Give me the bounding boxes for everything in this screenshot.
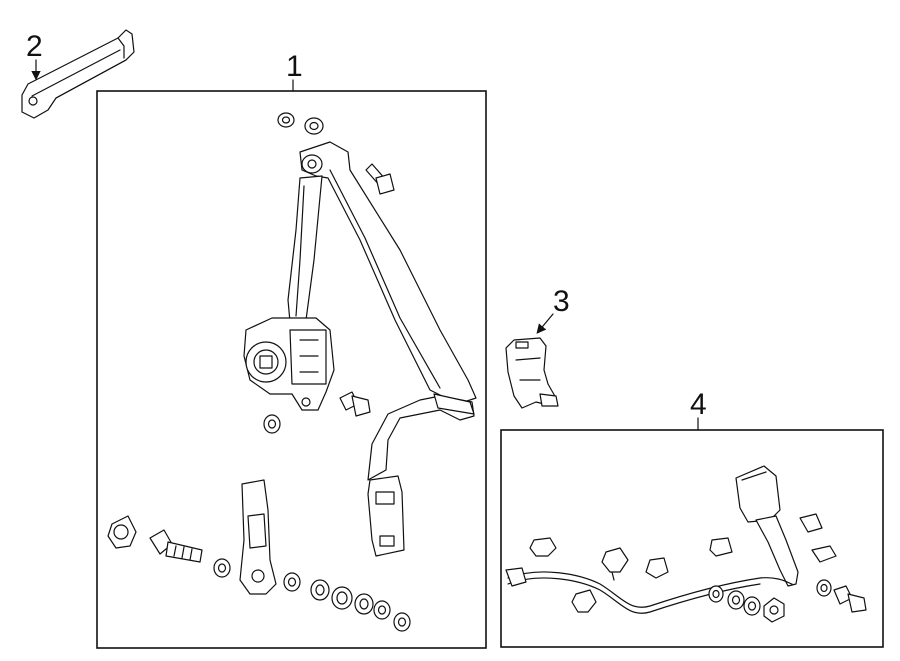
frame-buckle-assembly [500, 429, 884, 648]
washer-top-right[interactable] [304, 117, 324, 135]
wire-clip-2[interactable] [601, 547, 629, 581]
washer-bottom-1[interactable] [213, 558, 231, 578]
lower-anchor-plate[interactable] [239, 479, 277, 595]
callout-4[interactable]: 4 [690, 388, 707, 421]
spacer-bottom-3[interactable] [354, 593, 374, 615]
callout-2[interactable]: 2 [26, 30, 43, 63]
spacer-bottom-1[interactable] [310, 579, 330, 601]
belt-webbing-lower[interactable] [367, 393, 475, 481]
anchor-bolt-top[interactable] [365, 163, 395, 195]
buckle-washer-2[interactable] [816, 579, 832, 597]
belt-tongue[interactable] [367, 475, 405, 557]
wire-clip-4[interactable] [709, 537, 733, 557]
wire-clip-6[interactable] [799, 513, 823, 533]
washer-top-left[interactable] [277, 112, 295, 128]
retractor-bolt[interactable] [339, 391, 371, 417]
anchor-bracket-part[interactable] [21, 29, 135, 119]
buckle-bolt[interactable] [833, 585, 867, 613]
buckle-wire-harness[interactable] [505, 567, 793, 614]
washer-retractor[interactable] [263, 414, 281, 434]
shoulder-bolt[interactable] [149, 529, 203, 563]
leader-3 [536, 313, 554, 334]
buckle-spacer-2[interactable] [743, 596, 761, 616]
wire-clip-7[interactable] [811, 545, 837, 563]
callout-3[interactable]: 3 [553, 285, 570, 318]
buckle-spacer-1[interactable] [727, 590, 745, 610]
wire-clip-1[interactable] [529, 537, 557, 557]
buckle-nut[interactable] [763, 597, 785, 623]
retractor-unit[interactable] [243, 317, 335, 411]
callout-1[interactable]: 1 [286, 50, 303, 83]
spacer-bottom-2[interactable] [331, 586, 353, 610]
washer-bottom-2[interactable] [283, 572, 301, 592]
buckle-washer-1[interactable] [708, 585, 724, 603]
frame-seat-belt-assembly [96, 90, 487, 649]
washer-bottom-3[interactable] [393, 612, 411, 632]
sensor-clip-part[interactable] [505, 337, 559, 409]
grommet[interactable] [107, 515, 137, 549]
spacer-bottom-4[interactable] [373, 600, 391, 620]
seat-buckle[interactable] [735, 465, 799, 587]
wire-clip-5[interactable] [571, 589, 597, 613]
wire-clip-3[interactable] [645, 557, 669, 579]
